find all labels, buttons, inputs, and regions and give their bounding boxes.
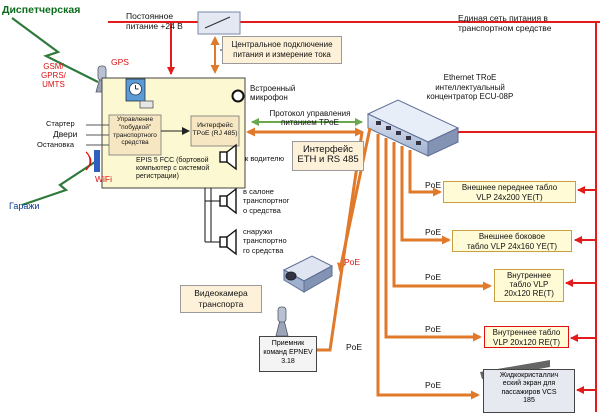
mic-label: Встроенный микрофон <box>250 84 296 103</box>
receiver-antenna-icon <box>275 306 289 337</box>
network-title: Единая сеть питания в транспортном средс… <box>458 13 552 33</box>
poe-label-lcd: PoE <box>425 380 442 390</box>
poe-label-receiver: PoE <box>346 342 363 352</box>
ethernet-hub-icon <box>366 99 460 157</box>
wifi-label: WiFi <box>95 174 112 184</box>
display-front-box: Внешнее переднее табло VLP 24x200 YE(T) <box>443 181 576 203</box>
poe-label-camera: PoE <box>344 257 361 267</box>
epis-text: EPIS 5 FCC (бортовой компьютер с системо… <box>136 157 210 181</box>
receiver-box: Приемник команд EPNEV 3.18 <box>259 336 317 372</box>
poe-label-disp1: PoE <box>425 180 442 190</box>
tpoe-interface-box <box>190 115 240 147</box>
eth-interface-bubble: Интерфейс ETH и RS 485 <box>292 141 364 171</box>
garages-label: Гаражи <box>9 201 40 211</box>
lightning-dispatcher-icon <box>11 17 99 83</box>
wake-control-text: Управление "побудкой" транспортного сред… <box>113 116 157 147</box>
poe-label-disp3: PoE <box>425 272 442 282</box>
power-switch-icon <box>197 11 241 35</box>
gps-module-icon <box>125 78 146 102</box>
storage-icon <box>139 100 154 109</box>
speaker-inside-label: в салоне транспортног о средства <box>243 187 290 215</box>
gps-label: GPS <box>111 57 129 67</box>
poe-label-disp4: PoE <box>425 324 442 334</box>
microphone-icon <box>231 89 245 103</box>
hub-label: Ethernet TRoE интеллектуальный концентра… <box>426 73 514 102</box>
camera-bubble: Видеокамера транспорта <box>180 285 262 313</box>
display-inner1-box: Внутреннее табло VLP 20x120 RE(T) <box>494 269 564 302</box>
poe-label-disp2: PoE <box>425 227 442 237</box>
lightning-garage-icon <box>21 161 96 207</box>
display-inner2-box: Внутреннее табло VLP 20x120 RE(T) <box>484 326 569 348</box>
lcd-screen-box: Жидкокристаллич еский экран для пассажир… <box>483 369 575 413</box>
starter-label: Стартер <box>46 119 75 128</box>
to-driver-label: к водителю <box>245 154 285 163</box>
stop-label: Остановка <box>37 140 75 149</box>
speaker-outside-icon <box>219 228 237 256</box>
display-side-box: Внешнее боковое табло VLP 24x160 YE(T) <box>452 230 572 252</box>
video-camera-icon <box>282 255 334 293</box>
speaker-outside-label: снаружи транспортно го средства <box>243 227 287 255</box>
speaker-inside-icon <box>219 187 237 215</box>
protocol-label: Протокол управления питанием TPoE <box>269 109 351 127</box>
doors-label: Двери <box>53 129 78 139</box>
tpoe-interface-text: Интерфейс TPoE (RJ 485) <box>192 122 238 137</box>
speaker-driver-icon <box>219 143 237 171</box>
gsm-label: GSM/ GPRS/ UMTS <box>41 62 66 89</box>
constant-power-label: Постоянное питание +24 В <box>126 11 183 31</box>
dispatcher-label: Диспетчерская <box>2 4 81 16</box>
central-power-bubble: Центральное подключение питания и измере… <box>222 36 342 64</box>
